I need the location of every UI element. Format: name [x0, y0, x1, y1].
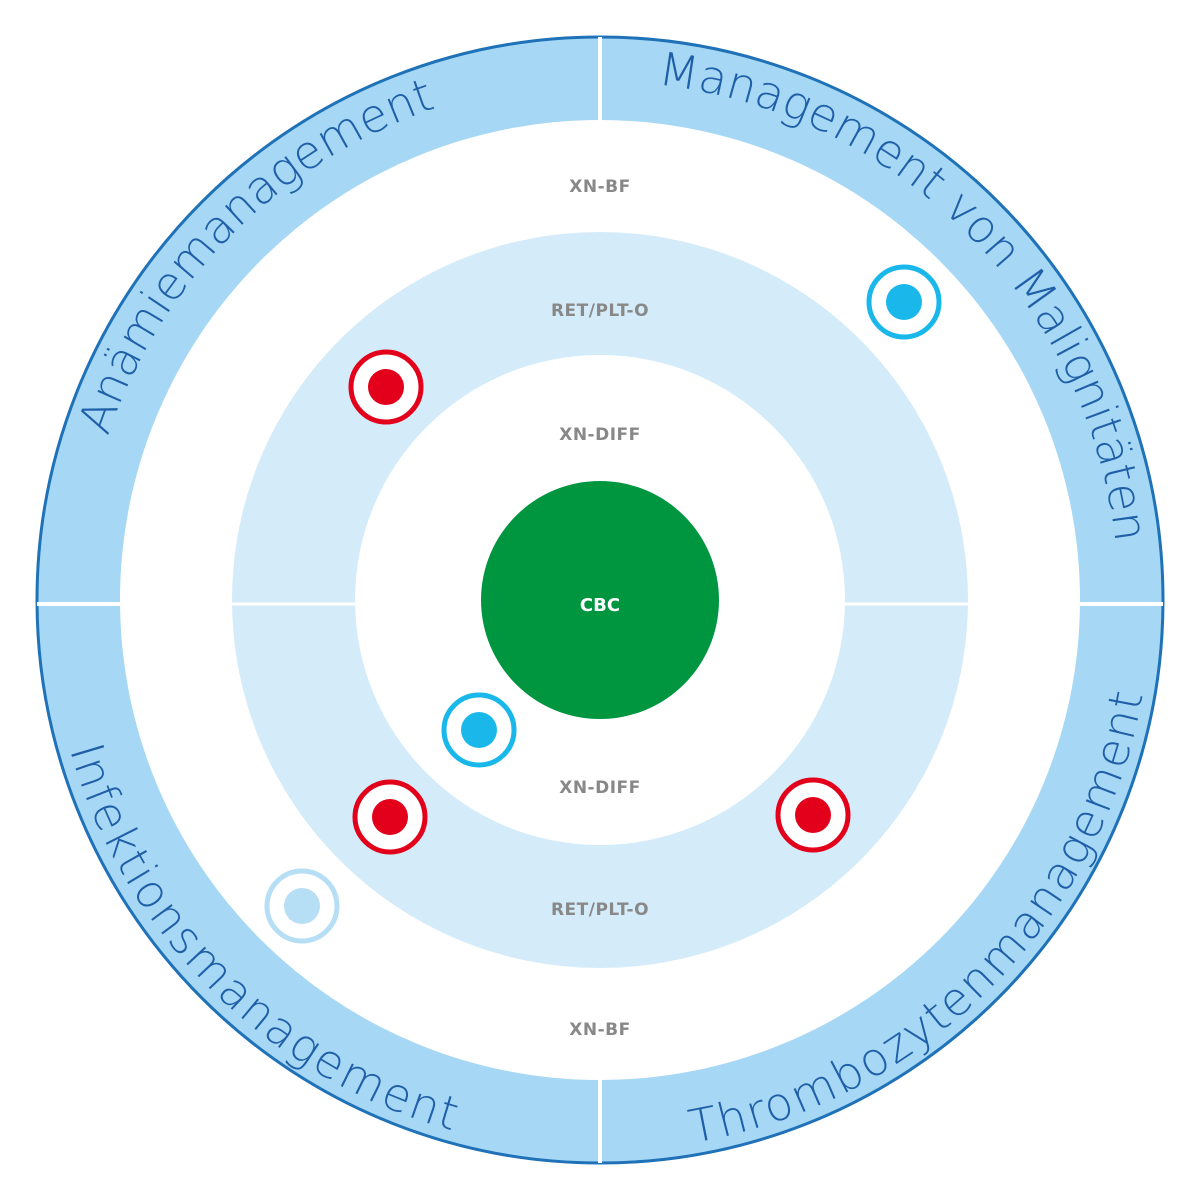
- center-circle: [481, 481, 719, 719]
- marker-anemia-red: [348, 349, 424, 425]
- level-label-top-outer: XN-BF: [569, 177, 630, 197]
- level-label-bottom-inner: XN-DIFF: [559, 778, 641, 798]
- marker-malignancy-blue: [866, 264, 942, 340]
- marker-infection-light: [264, 868, 340, 944]
- level-label-bottom-mid: RET/PLT-O: [551, 900, 649, 920]
- marker-thrombocyte-red: [775, 777, 851, 853]
- level-label-bottom-outer: XN-BF: [569, 1020, 630, 1040]
- level-label-top-mid: RET/PLT-O: [551, 301, 649, 321]
- level-label-top-inner: XN-DIFF: [559, 425, 641, 445]
- marker-infection-red: [352, 779, 428, 855]
- center-label: CBC: [580, 595, 620, 616]
- marker-infection-blue: [441, 692, 517, 768]
